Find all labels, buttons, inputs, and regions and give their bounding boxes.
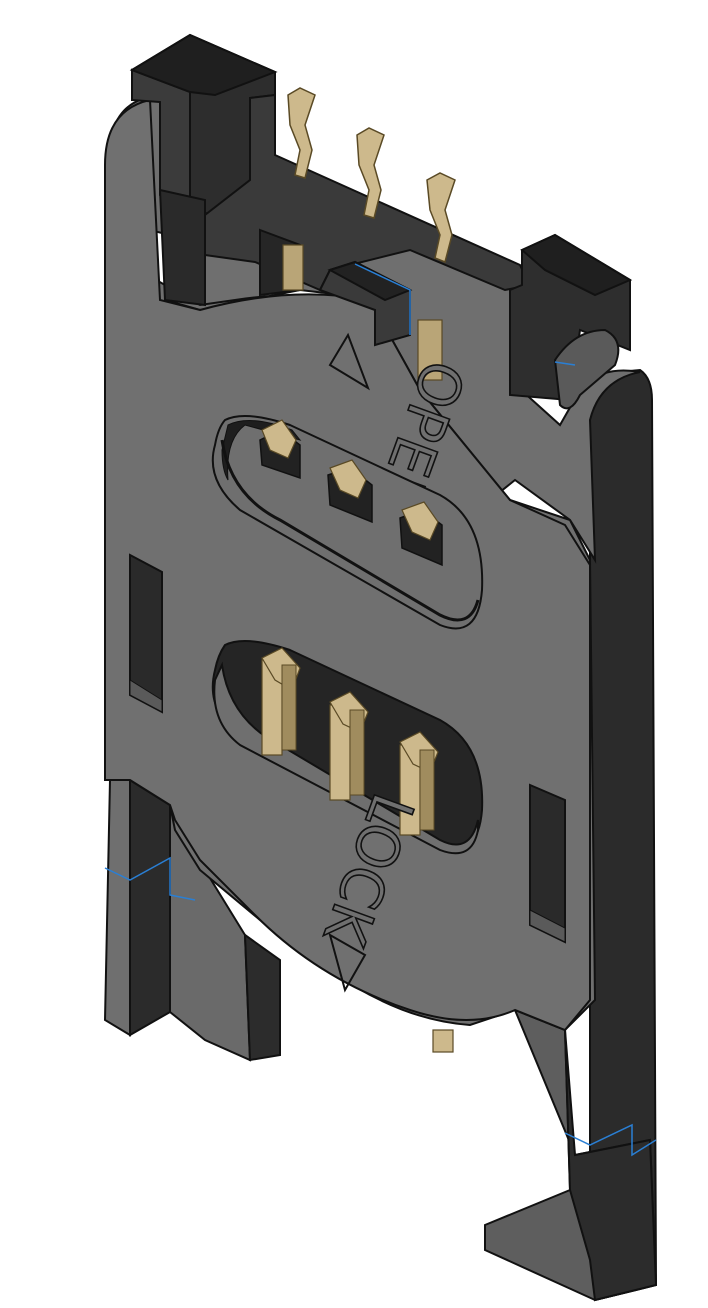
lower-contact-2 [329,691,369,801]
upper-contact-1 [259,419,301,480]
accent-line-top [354,263,411,335]
accent-line-spring [554,361,576,366]
lower-right-tab-side [564,1029,658,1302]
bottom-pin [432,1029,454,1053]
upper-window-rim [220,439,480,622]
top-left-hook-top [129,33,278,97]
top-rear-wall [204,93,532,292]
top-right-hook-top [520,233,633,297]
top-pin-2 [356,127,385,219]
pin-leg-upper-1 [282,244,304,291]
right-slot-bevel [529,909,566,943]
lower-window-face [213,661,479,855]
lower-contact-3 [399,731,439,836]
upper-contact-2 [327,459,373,524]
accent-line-left [104,856,196,901]
left-lower-leg-3 [243,932,281,1062]
right-spring-contact [553,328,620,410]
inner-cavity [158,188,206,307]
upper-contact-3 [399,501,443,567]
lower-contact-1 [261,647,301,756]
accent-line-right [564,1123,657,1157]
top-pin-3 [426,172,456,264]
upper-window-inner-shadow [221,420,302,481]
lock-arrow [328,932,367,993]
open-arrow [328,332,370,391]
left-lower-leg [129,778,171,1037]
left-slot-bevel [129,679,163,713]
pin-leg-upper-2 [417,319,443,381]
top-pin-1 [287,87,316,179]
